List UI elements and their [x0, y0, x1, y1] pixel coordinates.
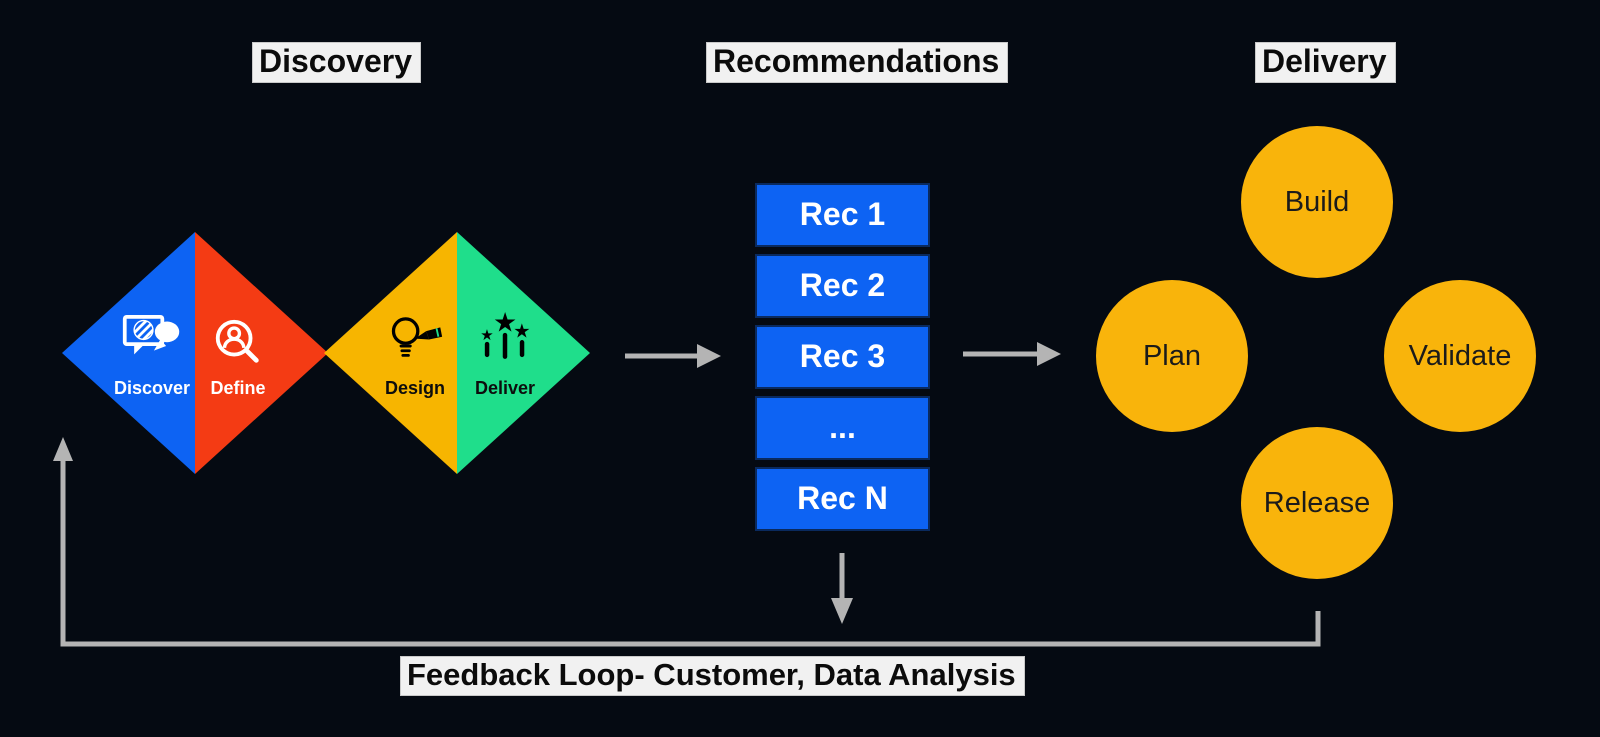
delivery-step-release: Release	[1241, 427, 1393, 579]
chat-bubbles-icon	[121, 312, 183, 368]
stars-icon: ★ ★ ★	[477, 307, 533, 367]
recommendations-stack: Rec 1 Rec 2 Rec 3 ... Rec N	[755, 183, 930, 538]
svg-text:★: ★	[513, 321, 531, 343]
rec-box-n: Rec N	[755, 467, 930, 531]
double-diamond-discover-define: Discover Define	[62, 232, 328, 474]
bulb-pencil-icon	[386, 314, 444, 370]
feedback-loop-label: Feedback Loop- Customer, Data Analysis	[400, 656, 1025, 696]
phase-label-discover: Discover	[113, 378, 191, 398]
rec-box-1: Rec 1	[755, 183, 930, 247]
svg-text:★: ★	[493, 310, 517, 337]
svg-text:★: ★	[480, 327, 494, 344]
phase-label-define: Define	[210, 378, 266, 398]
rec-box-2: Rec 2	[755, 254, 930, 318]
delivery-step-build: Build	[1241, 126, 1393, 278]
rec-box-ellipsis: ...	[755, 396, 930, 460]
arrow-recs-to-feedback	[831, 553, 853, 624]
arrow-diamond-to-recs	[625, 344, 721, 368]
phase-label-deliver: Deliver	[474, 378, 536, 398]
recommendations-header: Recommendations	[706, 42, 1009, 83]
person-search-icon	[211, 316, 265, 375]
phase-label-design: Design	[384, 378, 446, 398]
delivery-step-plan: Plan	[1096, 280, 1248, 432]
double-diamond-design-deliver: Design ★ ★ ★ Deliver	[324, 232, 590, 474]
arrow-recs-to-delivery	[963, 342, 1061, 366]
feedback-loop-line	[53, 437, 1321, 647]
rec-box-3: Rec 3	[755, 325, 930, 389]
discovery-header: Discovery	[252, 42, 421, 83]
delivery-step-validate: Validate	[1384, 280, 1536, 432]
delivery-header: Delivery	[1255, 42, 1396, 83]
